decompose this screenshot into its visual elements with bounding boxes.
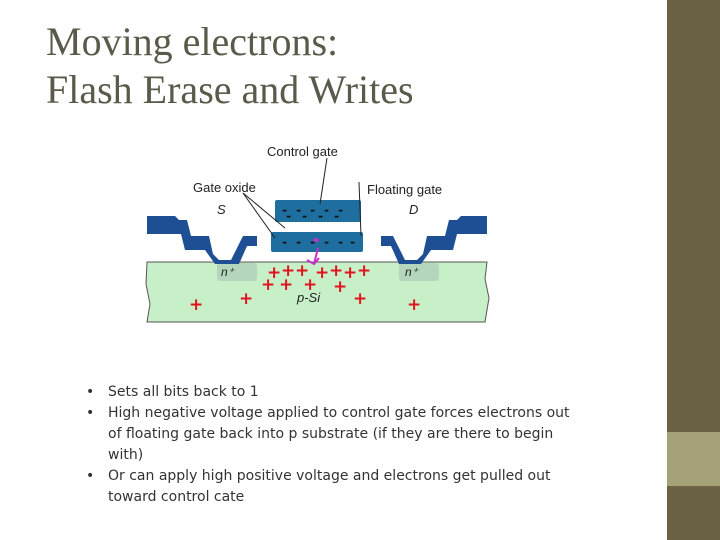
hole-13: + [239, 289, 253, 309]
label-n-left: n⁺ [221, 265, 236, 279]
electron-path-arrow: - [306, 232, 321, 266]
label-drain: D [409, 202, 418, 217]
hole-4: + [315, 263, 329, 283]
electron-12: - [309, 235, 316, 249]
electron-5: - [337, 203, 344, 217]
label-source: S [217, 202, 226, 217]
hole-15: + [407, 295, 421, 315]
control-gate [275, 200, 361, 222]
electron-3: - [309, 203, 316, 217]
title-line-2: Flash Erase and Writes [46, 67, 414, 112]
slide-title: Moving electrons: Flash Erase and Writes [46, 18, 646, 114]
hole-10: + [303, 275, 317, 295]
electron-2: - [295, 203, 302, 217]
bullet-list: Sets all bits back to 1 High negative vo… [86, 382, 586, 508]
electron-14: - [337, 235, 344, 249]
floating-gate-leader [358, 181, 362, 237]
bullet-item: Sets all bits back to 1 [86, 382, 586, 403]
electron-4: - [323, 203, 330, 217]
hole-5: + [329, 261, 343, 281]
electron-15: - [349, 235, 356, 249]
drain-contact [381, 216, 487, 264]
hole-1: + [267, 263, 281, 283]
sidebar-divider [665, 0, 667, 540]
hole-12: + [189, 295, 203, 315]
hole-3: + [295, 261, 309, 281]
bullet-item: Or can apply high positive voltage and e… [86, 466, 586, 508]
electron-1: - [281, 203, 288, 217]
n-plus-region-left [217, 263, 257, 281]
hole-2: + [281, 261, 295, 281]
electron-8: - [317, 209, 324, 223]
moving-electron: - [312, 232, 320, 248]
electron-arrow [306, 247, 320, 266]
label-gate-oxide: Gate oxide [193, 180, 256, 195]
electron-6: - [285, 209, 292, 223]
label-n-right: n⁺ [405, 265, 420, 279]
hole-8: + [261, 275, 275, 295]
hole-7: + [357, 261, 371, 281]
hole-14: + [353, 289, 367, 309]
hole-6: + [343, 263, 357, 283]
label-p-si: p-Si [296, 290, 321, 305]
electron-9: - [333, 209, 340, 223]
flash-cell-diagram: - - - - - - - - - - - - - - - - [135, 136, 515, 358]
hole-9: + [279, 275, 293, 295]
label-control-gate: Control gate [267, 144, 338, 159]
n-plus-region-right [399, 263, 439, 281]
gate-oxide-leader-2 [242, 192, 276, 239]
electron-10: - [281, 235, 288, 249]
control-gate-leader [319, 157, 328, 205]
floating-gate [271, 232, 363, 252]
gate-oxide-leader-1 [242, 192, 286, 229]
bullet-item: High negative voltage applied to control… [86, 403, 586, 466]
electron-11: - [295, 235, 302, 249]
electron-13: - [323, 235, 330, 249]
hole-11: + [333, 277, 347, 297]
sidebar-accent-block [667, 432, 720, 486]
label-floating-gate: Floating gate [367, 182, 442, 197]
electron-7: - [301, 209, 308, 223]
title-line-1: Moving electrons: [46, 19, 339, 64]
source-contact [147, 216, 257, 264]
